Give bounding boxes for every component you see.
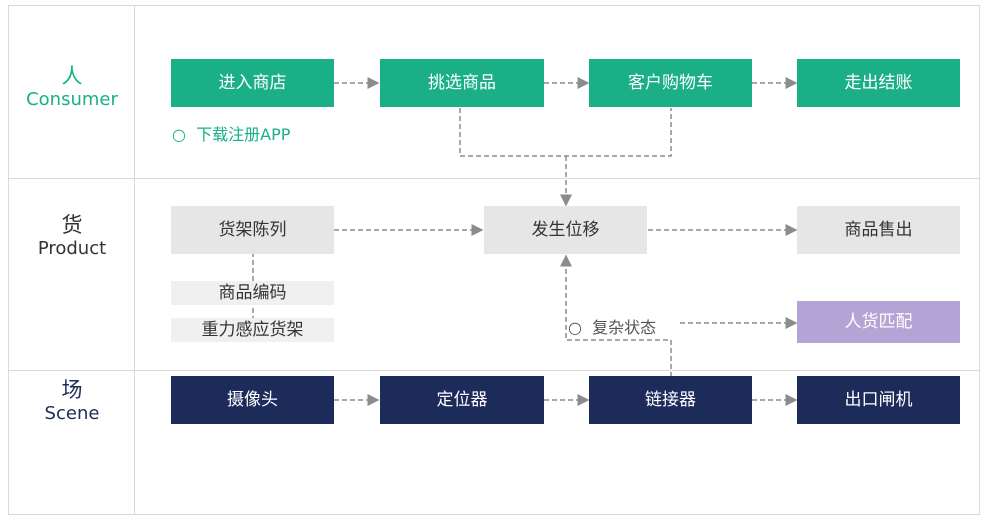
box-exit-gate: 出口闸机 — [797, 376, 960, 424]
box-linker: 链接器 — [589, 376, 752, 424]
row-label-scene-zh: 场 — [61, 378, 83, 402]
row-label-scene: 场 Scene — [10, 378, 134, 425]
row-label-product-en: Product — [37, 238, 107, 260]
diagram-frame — [8, 5, 980, 515]
note-download-app: ○ 下载注册APP — [172, 125, 291, 144]
step-shopping-cart: 客户购物车 — [589, 59, 752, 107]
box-person-goods-match: 人货匹配 — [797, 301, 960, 343]
row-divider — [8, 370, 980, 371]
row-divider — [8, 178, 980, 179]
step-checkout: 走出结账 — [797, 59, 960, 107]
step-select-goods: 挑选商品 — [380, 59, 544, 107]
row-label-consumer-en: Consumer — [26, 89, 118, 111]
note-complex-state: ○ 复杂状态 — [568, 314, 663, 338]
box-locator: 定位器 — [380, 376, 544, 424]
box-gravity-shelf: 重力感应货架 — [171, 318, 334, 342]
row-label-product-zh: 货 — [61, 213, 83, 237]
box-displacement: 发生位移 — [484, 206, 647, 254]
row-label-consumer: 人 Consumer — [10, 64, 134, 111]
box-shelf-display: 货架陈列 — [171, 206, 334, 254]
row-label-scene-en: Scene — [44, 403, 100, 425]
box-goods-sold: 商品售出 — [797, 206, 960, 254]
connector-select-cart — [459, 108, 672, 157]
box-camera: 摄像头 — [171, 376, 334, 424]
label-column-divider — [134, 5, 135, 515]
step-enter-store: 进入商店 — [171, 59, 334, 107]
row-label-consumer-zh: 人 — [61, 64, 83, 88]
connector-linker-displacement — [560, 254, 672, 377]
box-product-code: 商品编码 — [171, 281, 334, 305]
row-label-product: 货 Product — [10, 213, 134, 260]
